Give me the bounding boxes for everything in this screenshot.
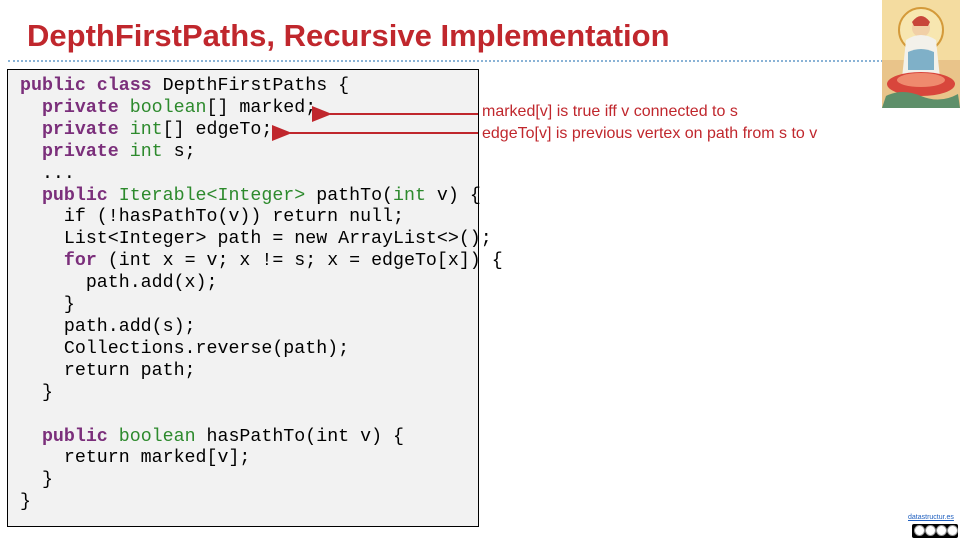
code-token: List<Integer> path = new ArrayList<>(); [20,229,492,250]
code-line: } [20,383,503,405]
slide-title: DepthFirstPaths, Recursive Implementatio… [27,18,670,53]
code-token: if (!hasPathTo(v)) return null; [20,207,404,228]
code-token: } [20,470,53,491]
code-line: path.add(x); [20,273,503,295]
code-token: [] edgeTo; [162,119,273,140]
code-token: boolean [118,97,207,118]
title-divider [8,60,883,62]
code-token: public [41,185,108,206]
code-line: Collections.reverse(path); [20,339,503,361]
code-token: } [20,492,31,513]
footer-link[interactable]: datastructur.es [908,514,954,521]
code-line: public Iterable<Integer> pathTo(int v) { [20,186,503,208]
code-line: } [20,492,503,514]
code-block: public class DepthFirstPaths { private b… [7,69,503,527]
cc-by-nc-sa-icon [912,524,958,538]
guanyin-illustration [882,0,960,108]
code-token: (int x = v; x != s; x = edgeTo[x]) { [96,251,503,272]
code-line: List<Integer> path = new ArrayList<>(); [20,229,503,251]
code-line: path.add(s); [20,317,503,339]
code-line: private boolean[] marked; [20,98,503,120]
code-line: } [20,470,503,492]
code-token: s; [162,141,196,162]
code-line: ... [20,164,503,186]
code-token: private [41,119,119,140]
code-line: return path; [20,361,503,383]
code-token: path.add(s); [20,316,196,337]
code-token: hasPathTo(int v) { [195,426,404,447]
code-token: int [393,185,426,206]
code-token: private [41,97,119,118]
code-token: return marked[v]; [20,448,251,469]
code-token: DepthFirstPaths { [151,76,350,96]
code-token: for [63,251,97,272]
code-token: ... [20,163,75,184]
code-token: public class [20,76,152,96]
code-token: } [20,295,75,316]
code-line: private int[] edgeTo; [20,120,503,142]
code-token: public [41,426,108,447]
code-line: public class DepthFirstPaths { [20,76,503,98]
code-line: for (int x = v; x != s; x = edgeTo[x]) { [20,251,503,273]
code-token: private [41,141,119,162]
code-line: if (!hasPathTo(v)) return null; [20,207,503,229]
code-token: v) { [425,185,481,206]
code-line: return marked[v]; [20,448,503,470]
code-token: pathTo( [305,185,394,206]
code-token: Collections.reverse(path); [20,338,350,359]
annotation-marked: marked[v] is true iff v connected to s [482,103,738,120]
code-token: [] marked; [206,97,317,118]
code-line: } [20,295,503,317]
code-line: public boolean hasPathTo(int v) { [20,427,503,449]
code-token: int [118,141,163,162]
annotation-edgeto: edgeTo[v] is previous vertex on path fro… [482,125,818,142]
code-line: private int s; [20,142,503,164]
code-token: boolean [107,426,196,447]
code-token: return path; [20,360,196,381]
code-token: path.add(x); [20,273,218,294]
java-source: public class DepthFirstPaths { private b… [20,76,503,514]
code-token: Iterable<Integer> [107,185,306,206]
code-token: int [118,119,163,140]
code-token: } [20,382,53,403]
